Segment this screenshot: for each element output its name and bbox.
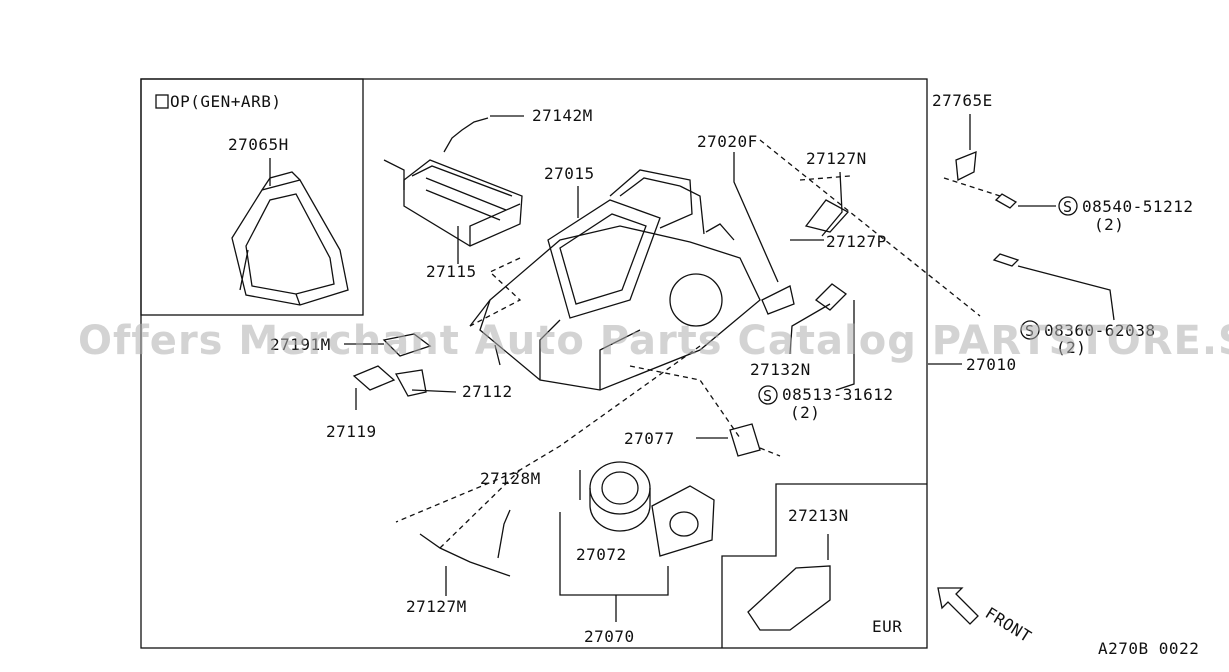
- part-label-27213N: 27213N: [788, 506, 849, 525]
- bracket-27127m-drawing: [419, 509, 511, 577]
- part-label-27112: 27112: [462, 382, 513, 401]
- main-frame: [140, 78, 928, 649]
- part-label-27127M: 27127M: [406, 597, 467, 616]
- s-mark-3: [1020, 320, 1040, 340]
- qty-label-3: (2): [1056, 338, 1086, 357]
- screw-08360-drawing: [992, 253, 1020, 267]
- part-label-27191M: 27191M: [270, 335, 331, 354]
- motor-27070-drawing: [651, 485, 715, 557]
- part-label-08513: 08513-31612: [782, 385, 893, 404]
- bracket-27020f-drawing: [761, 285, 795, 315]
- hose-27142m-drawing: [443, 117, 489, 153]
- s-mark-2-letter: S: [763, 387, 773, 405]
- assembly-dashed-lines: [395, 139, 1001, 549]
- leader-lines: [269, 114, 1115, 622]
- eur-inset-frame: [721, 483, 927, 648]
- linkage-27112-drawing: [352, 333, 432, 397]
- part-label-08360: 08360-62038: [1044, 321, 1155, 340]
- front-arrow-icon: [937, 587, 979, 625]
- part-label-27072: 27072: [576, 545, 627, 564]
- s-mark-1-letter: S: [1063, 198, 1073, 216]
- figure-code: A270B 0022: [1098, 639, 1199, 658]
- part-label-27127P: 27127P: [826, 232, 887, 251]
- part-label-27077: 27077: [624, 429, 675, 448]
- part-label-27127N: 27127N: [806, 149, 867, 168]
- part-label-27015: 27015: [544, 164, 595, 183]
- option-box-icon: [155, 94, 169, 109]
- part-label-27132N: 27132N: [750, 360, 811, 379]
- qty-label-1: (2): [1094, 215, 1124, 234]
- bracket-27765e-drawing: [955, 150, 977, 182]
- evaporator-27115-drawing: [383, 159, 523, 247]
- part-label-27119: 27119: [326, 422, 377, 441]
- part-label-27128M: 27128M: [480, 469, 541, 488]
- region-label: EUR: [872, 617, 902, 636]
- fan-27072-drawing: [589, 461, 651, 532]
- part-label-27765E: 27765E: [932, 91, 993, 110]
- s-mark-2: [758, 385, 778, 405]
- panel-27065h-drawing: [231, 171, 349, 306]
- direction-label: FRONT: [982, 603, 1035, 646]
- housing-27015-drawing: [469, 169, 761, 391]
- option-inset-frame: [140, 78, 364, 316]
- s-mark-1: [1058, 196, 1078, 216]
- part-label-27010: 27010: [966, 355, 1017, 374]
- link-27132n-drawing: [814, 283, 848, 311]
- clip-27127n-drawing: [804, 199, 850, 233]
- bracket-27077-drawing: [729, 423, 761, 457]
- cover-27213n-drawing: [747, 565, 831, 631]
- qty-label-2: (2): [790, 403, 820, 422]
- part-label-27020F: 27020F: [697, 132, 758, 151]
- variant-label: OP(GEN+ARB): [170, 92, 281, 111]
- part-label-27142M: 27142M: [532, 106, 593, 125]
- part-label-27115: 27115: [426, 262, 477, 281]
- part-label-27070: 27070: [584, 627, 635, 646]
- s-mark-3-letter: S: [1025, 322, 1035, 340]
- part-label-27065H: 27065H: [228, 135, 289, 154]
- part-label-08540: 08540-51212: [1082, 197, 1193, 216]
